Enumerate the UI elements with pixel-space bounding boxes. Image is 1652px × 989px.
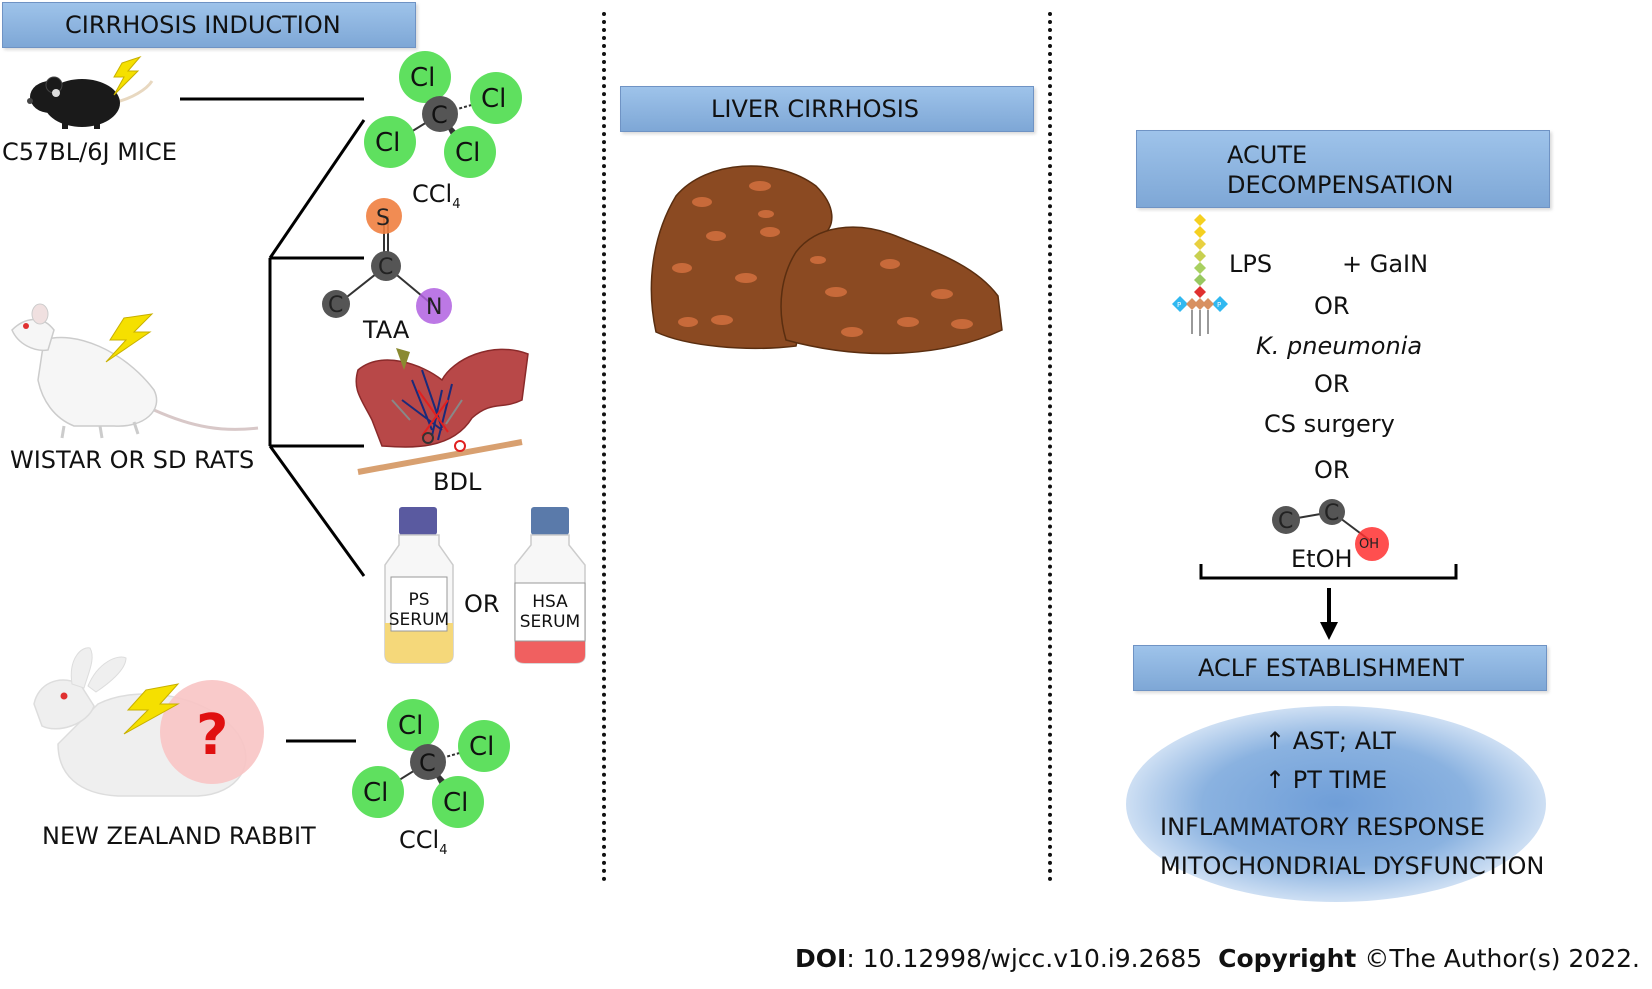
aclf-establishment-header: ACLF ESTABLISHMENT: [1133, 645, 1547, 691]
atom-s: S: [376, 206, 390, 231]
doi-value: : 10.12998/wjcc.v10.i9.2685: [846, 944, 1203, 973]
liver-cirrhosis-title: LIVER CIRRHOSIS: [711, 95, 920, 123]
mice-connector-line: [180, 97, 364, 101]
hsa-serum-bottle: [514, 507, 586, 664]
question-mark-icon: ?: [196, 703, 228, 768]
atom-c: C: [378, 255, 393, 280]
or-label-2: OR: [1314, 370, 1350, 398]
footer-citation: DOI: 10.12998/wjcc.v10.i9.2685 Copyright…: [795, 944, 1640, 973]
etoh-label: EtOH: [1291, 545, 1353, 573]
outcome-pt-time: ↑ PT TIME: [1265, 766, 1388, 794]
doi-label: DOI: [795, 944, 847, 973]
k-pneumonia-label: K. pneumonia: [1256, 332, 1423, 360]
acute-decompensation-header: ACUTE DECOMPENSATION: [1136, 130, 1550, 208]
liver-cirrhosis-header: LIVER CIRRHOSIS: [620, 86, 1034, 132]
acute-decompensation-title-line1: ACUTE: [1227, 141, 1308, 169]
etoh-bracket: [1199, 564, 1458, 580]
outcome-mitochondrial-dysfunction: MITOCHONDRIAL DYSFUNCTION: [1160, 852, 1545, 880]
phosphate-label: P: [1177, 301, 1181, 309]
taa-molecule: S C C N: [322, 198, 452, 324]
bdl-liver-icon: [355, 348, 529, 475]
cirrhosis-induction-header: CIRRHOSIS INDUCTION: [2, 2, 416, 48]
aclf-establishment-title: ACLF ESTABLISHMENT: [1198, 654, 1464, 682]
ccl4-label-top: CCl4: [412, 180, 461, 212]
bdl-label: BDL: [433, 468, 482, 496]
lps-molecule-icon: P P: [1172, 214, 1228, 336]
mice-label: C57BL/6J MICE: [2, 138, 177, 166]
rabbit-icon: ?: [33, 647, 264, 797]
acute-decompensation-title-line2: DECOMPENSATION: [1227, 171, 1454, 199]
down-arrow-icon: [1320, 588, 1338, 640]
rats-bracket-lines: [268, 119, 366, 577]
or-label-1: OR: [1314, 292, 1350, 320]
atom-cl: Cl: [363, 778, 388, 808]
or-label-3: OR: [1314, 456, 1350, 484]
taa-label: TAA: [363, 316, 410, 344]
atom-cl: Cl: [469, 732, 494, 762]
right-divider: [1048, 12, 1052, 882]
rabbit-label: NEW ZEALAND RABBIT: [42, 822, 316, 850]
atom-c: C: [1278, 509, 1293, 534]
white-rat-icon: [11, 303, 259, 439]
atom-c: C: [1324, 501, 1339, 526]
ccl4-label-bottom: CCl4: [399, 826, 448, 858]
atom-cl: Cl: [455, 138, 480, 168]
cirrhotic-liver-icon: [650, 165, 1003, 355]
rats-label: WISTAR OR SD RATS: [10, 446, 255, 474]
black-mouse-icon: [27, 55, 154, 129]
lps-label: LPS: [1229, 250, 1273, 278]
atom-cl: Cl: [398, 711, 423, 741]
atom-c: C: [419, 749, 436, 777]
atom-oh: OH: [1359, 537, 1379, 552]
atom-cl: Cl: [443, 788, 468, 818]
atom-n: N: [426, 295, 442, 320]
ccl4-molecule-bottom: Cl Cl Cl Cl C: [352, 699, 510, 828]
rabbit-connector-line: [286, 739, 356, 743]
left-divider: [602, 12, 606, 882]
etoh-molecule: C C OH: [1272, 499, 1389, 561]
copyright-label: Copyright: [1218, 944, 1357, 973]
outcome-ast-alt: ↑ AST; ALT: [1265, 727, 1396, 755]
copyright-value: ©The Author(s) 2022.: [1356, 944, 1640, 973]
cirrhosis-induction-title: CIRRHOSIS INDUCTION: [65, 11, 341, 39]
cs-surgery-label: CS surgery: [1264, 410, 1395, 438]
outcome-inflammatory-response: INFLAMMATORY RESPONSE: [1160, 813, 1485, 841]
atom-cl: Cl: [375, 128, 400, 158]
serum-or-label: OR: [464, 590, 500, 618]
atom-c: C: [431, 101, 448, 129]
phosphate-label: P: [1217, 301, 1221, 309]
outcomes-cloud: [1126, 706, 1546, 902]
ps-serum-bottle: [384, 507, 454, 664]
galn-label: + GaIN: [1342, 250, 1429, 278]
ccl4-molecule-top: Cl Cl Cl Cl C: [364, 51, 522, 178]
atom-c: C: [328, 293, 343, 318]
atom-cl: Cl: [481, 84, 506, 114]
atom-cl: Cl: [410, 63, 435, 93]
